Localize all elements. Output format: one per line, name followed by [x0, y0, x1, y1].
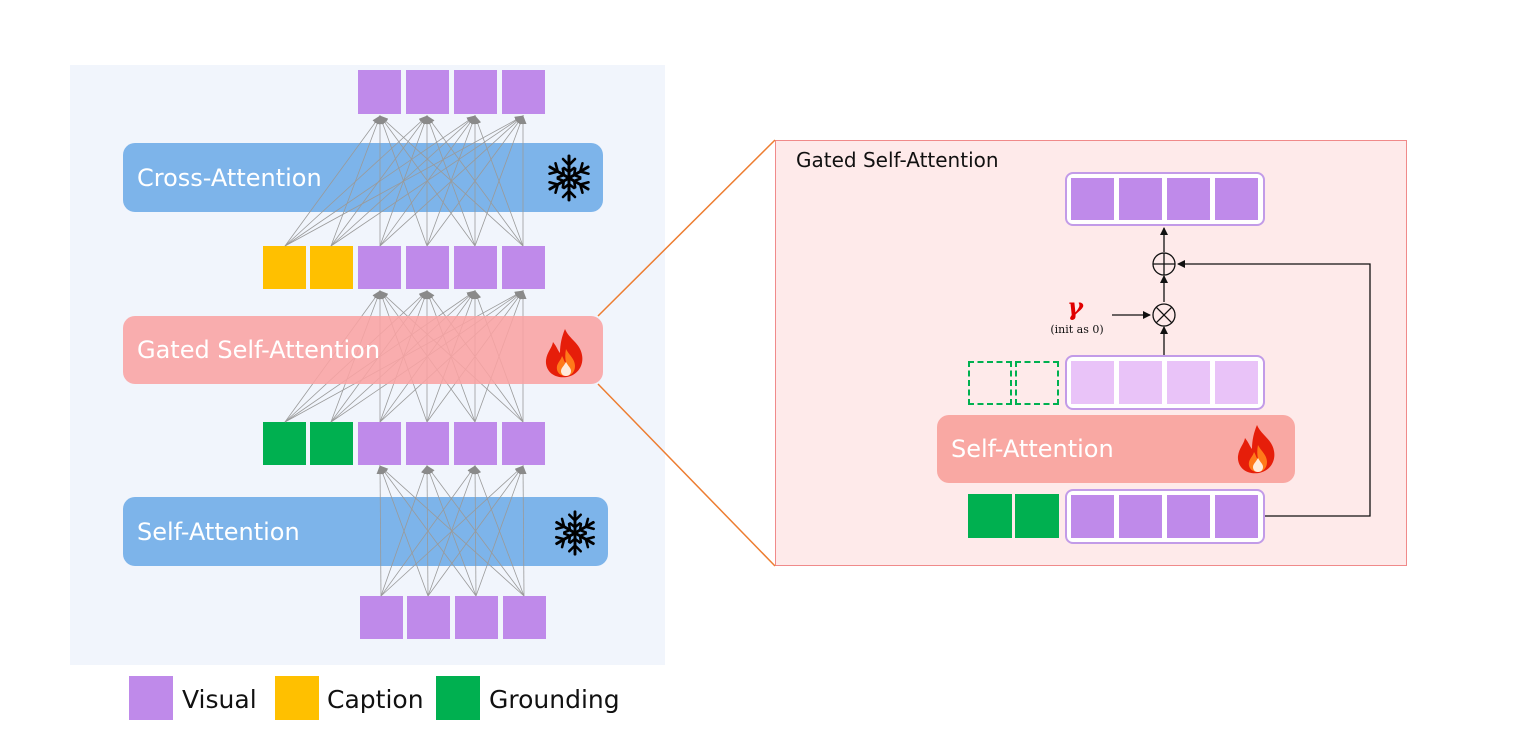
visual-token	[1215, 361, 1258, 404]
grounding-token	[968, 494, 1012, 538]
detail-panel-title: Gated Self-Attention	[796, 148, 999, 172]
attention-edge	[379, 465, 525, 597]
legend-caption-label: Caption	[327, 684, 424, 714]
add-operator	[1152, 252, 1176, 276]
grounding-token	[310, 422, 353, 465]
fire-icon	[1232, 423, 1282, 475]
attention-edge	[426, 465, 525, 597]
visual-token	[1215, 178, 1258, 220]
gamma-init-label: (init as 0)	[1050, 323, 1104, 336]
visual-token	[1071, 178, 1114, 220]
attention-edge	[330, 115, 428, 247]
self-attention-label: Self-Attention	[137, 517, 300, 546]
attention-edge	[284, 115, 381, 247]
visual-token	[503, 596, 546, 639]
visual-token	[454, 70, 497, 114]
attention-edge	[519, 465, 527, 597]
attention-edge	[379, 115, 428, 247]
visual-token	[358, 422, 401, 465]
snowflake-icon	[543, 152, 595, 204]
attention-edge	[379, 115, 524, 247]
attention-edge	[426, 115, 524, 247]
visual-token	[358, 246, 401, 289]
visual-token	[502, 70, 545, 114]
attention-edge	[330, 115, 476, 247]
attention-edge	[474, 465, 525, 597]
gamma-symbol: γ	[1067, 292, 1083, 321]
gated-self-attention-block: Gated Self-Attention	[123, 316, 603, 384]
visual-token	[454, 246, 497, 289]
visual-token	[1119, 495, 1162, 538]
attention-edge	[474, 115, 524, 247]
grounding-token	[263, 422, 306, 465]
visual-token	[1071, 495, 1114, 538]
visual-token	[1071, 361, 1114, 404]
caption-token	[310, 246, 353, 289]
detail-self-attention-label: Self-Attention	[951, 435, 1114, 463]
snowflake-icon	[550, 508, 600, 558]
attention-edge	[330, 115, 381, 247]
cross-attention-label: Cross-Attention	[137, 163, 322, 192]
visual-token	[360, 596, 403, 639]
attention-edge	[379, 465, 429, 597]
visual-token	[406, 422, 449, 465]
caption-token	[263, 246, 306, 289]
attention-edge	[376, 465, 384, 597]
visual-token	[358, 70, 401, 114]
visual-token	[1119, 361, 1162, 404]
legend-visual-label: Visual	[182, 684, 257, 714]
attention-edge	[379, 465, 477, 597]
visual-token	[1119, 178, 1162, 220]
visual-token	[455, 596, 498, 639]
visual-token	[406, 70, 449, 114]
detail-self-attention-block: Self-Attention	[937, 415, 1295, 483]
attention-edge	[379, 115, 476, 247]
visual-token	[502, 422, 545, 465]
legend-grounding-label: Grounding	[489, 684, 620, 714]
visual-token	[1167, 361, 1210, 404]
gated-self-attention-label: Gated Self-Attention	[137, 336, 381, 364]
legend-visual-swatch	[129, 676, 173, 720]
self-attention-block: Self-Attention	[123, 497, 608, 566]
fire-icon	[540, 327, 590, 379]
visual-token	[406, 246, 449, 289]
visual-token	[1167, 178, 1210, 220]
grounding-token-dropped	[968, 361, 1012, 405]
legend-grounding-swatch	[436, 676, 480, 720]
visual-token	[407, 596, 450, 639]
zoom-connector-bottom	[597, 383, 776, 567]
visual-token	[454, 422, 497, 465]
grounding-token	[1015, 494, 1059, 538]
grounding-token-dropped	[1015, 361, 1059, 405]
visual-token	[1167, 495, 1210, 538]
multiply-operator	[1152, 303, 1176, 327]
attention-edge	[423, 465, 431, 597]
visual-token	[1215, 495, 1258, 538]
zoom-connector-top	[597, 139, 776, 317]
visual-token	[502, 246, 545, 289]
legend-caption-swatch	[275, 676, 319, 720]
